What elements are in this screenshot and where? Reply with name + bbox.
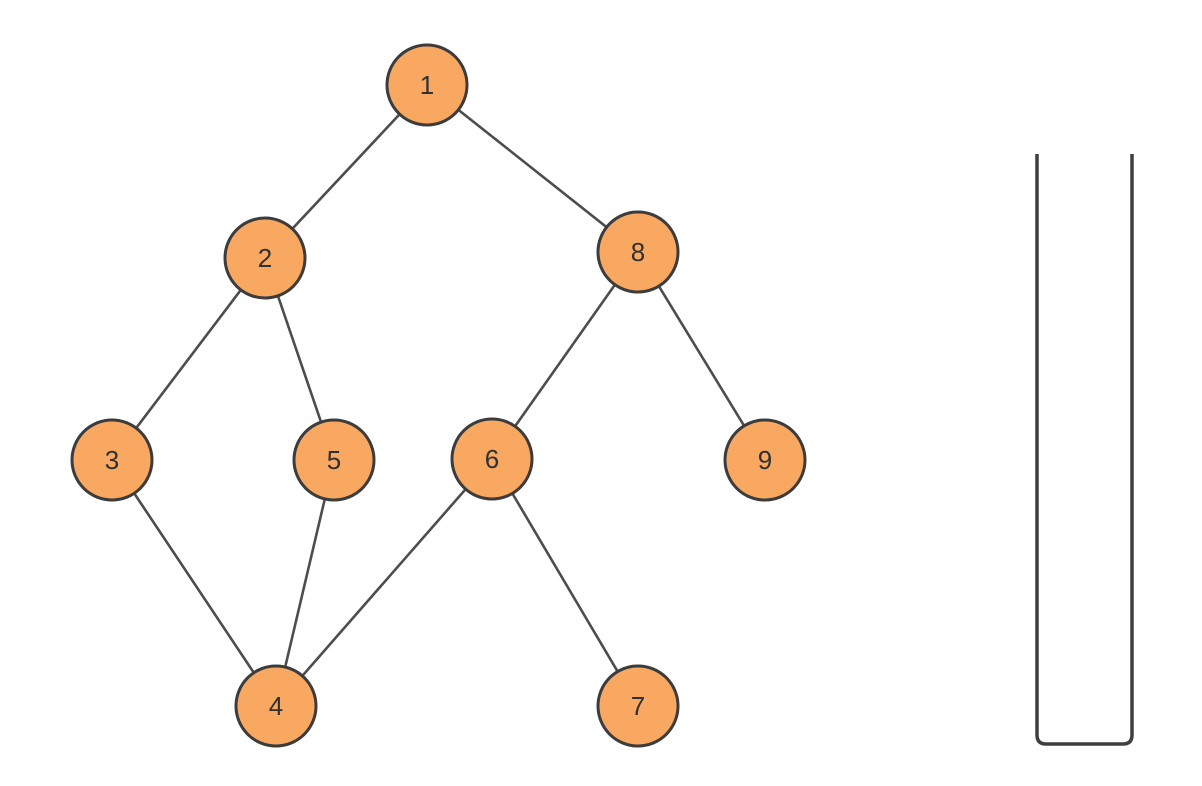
graph-node-9[interactable]: 9 [723,418,807,502]
graph-node-3[interactable]: 3 [70,418,154,502]
graph-node-1[interactable]: 1 [385,43,469,127]
graph-node-circle-3[interactable] [70,418,154,502]
graph-edge-8-6 [490,251,640,460]
graph-node-label-7: 7 [631,691,645,721]
graph-node-label-5: 5 [327,445,341,475]
graph-node-label-9: 9 [758,445,772,475]
stack-container [1035,154,1134,746]
graph-edge-5-4 [274,459,336,707]
graph-node-circle-1[interactable] [385,43,469,127]
graph-node-label-8: 8 [631,237,645,267]
graph-node-circle-5[interactable] [292,418,376,502]
graph-node-circle-8[interactable] [596,210,680,294]
graph-edge-6-7 [490,458,640,707]
graph-node-8[interactable]: 8 [596,210,680,294]
graph-edge-6-4 [275,458,493,707]
graph-node-2[interactable]: 2 [223,216,307,300]
graph-node-circle-7[interactable] [596,664,680,748]
edges-layer [110,83,767,707]
graph-node-circle-6[interactable] [450,417,534,501]
graph-edge-1-8 [426,83,639,254]
graph-node-circle-4[interactable] [234,664,318,748]
graph-node-6[interactable]: 6 [450,417,534,501]
graph-node-label-1: 1 [420,70,434,100]
graph-edge-3-4 [110,459,278,707]
graph-node-circle-9[interactable] [723,418,807,502]
graph-node-label-2: 2 [258,243,272,273]
graph-node-label-6: 6 [485,444,499,474]
graph-node-label-4: 4 [269,691,283,721]
graph-node-5[interactable]: 5 [292,418,376,502]
nodes-layer: 1 2 8 3 5 6 9 4 7 [70,43,807,748]
graph-node-label-3: 3 [105,445,119,475]
graph-node-7[interactable]: 7 [596,664,680,748]
graph-node-4[interactable]: 4 [234,664,318,748]
graph-node-circle-2[interactable] [223,216,307,300]
graph-edge-2-3 [110,257,267,461]
